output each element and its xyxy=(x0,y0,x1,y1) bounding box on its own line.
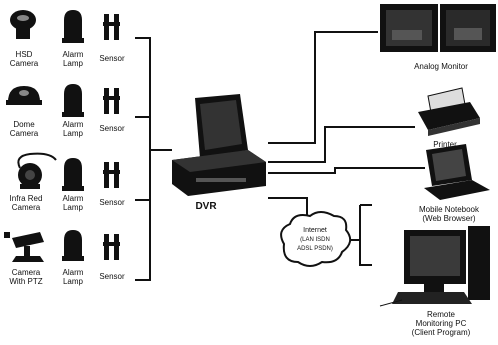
dome-camera-icon xyxy=(6,86,42,105)
hsd-camera-label: HSD Camera xyxy=(4,50,44,68)
dome-camera-label: Dome Camera xyxy=(4,120,44,138)
hsd-camera-icon xyxy=(10,10,36,39)
sensor-label: Sensor xyxy=(94,124,130,133)
infra-red-camera-label: Infra Red Camera xyxy=(2,194,50,212)
internet-title: Internet xyxy=(290,226,340,235)
sensor-icon xyxy=(103,14,120,40)
ptz-camera-icon xyxy=(4,232,44,262)
alarm-lamp-label: Alarm Lamp xyxy=(54,120,92,138)
notebook-icon xyxy=(424,144,490,200)
sensor-label: Sensor xyxy=(94,272,130,281)
alarm-lamp-icon xyxy=(62,10,84,43)
connection-lines xyxy=(135,32,425,280)
sensor-label: Sensor xyxy=(94,54,130,63)
printer-icon xyxy=(418,88,480,136)
alarm-lamp-label: Alarm Lamp xyxy=(54,50,92,68)
printer-label: Printer xyxy=(420,140,470,149)
analog-monitor-label: Analog Monitor xyxy=(396,62,486,71)
alarm-lamp-icon xyxy=(62,230,84,261)
dvr-label: DVR xyxy=(186,202,226,211)
alarm-lamp-label: Alarm Lamp xyxy=(54,194,92,212)
sensor-icon xyxy=(103,162,120,188)
remote-pc-label: Remote Monitoring PC (Client Program) xyxy=(396,310,486,337)
analog-monitor-icon xyxy=(380,4,496,52)
alarm-lamp-label: Alarm Lamp xyxy=(54,268,92,286)
mobile-notebook-label: Mobile Notebook (Web Browser) xyxy=(404,205,494,223)
sensor-icon xyxy=(103,88,120,114)
sensor-label: Sensor xyxy=(94,198,130,207)
alarm-lamp-icon xyxy=(62,84,84,117)
alarm-lamp-icon xyxy=(62,158,84,191)
internet-line2: ADSL PSDN) xyxy=(286,245,344,254)
camera-ptz-label: Camera With PTZ xyxy=(2,268,50,286)
dvr-icon xyxy=(172,94,266,196)
internet-line1: (LAN ISDN xyxy=(286,236,344,245)
infra-red-camera-icon xyxy=(18,154,56,189)
remote-pc-icon xyxy=(380,226,490,306)
sensor-icon xyxy=(103,234,120,260)
